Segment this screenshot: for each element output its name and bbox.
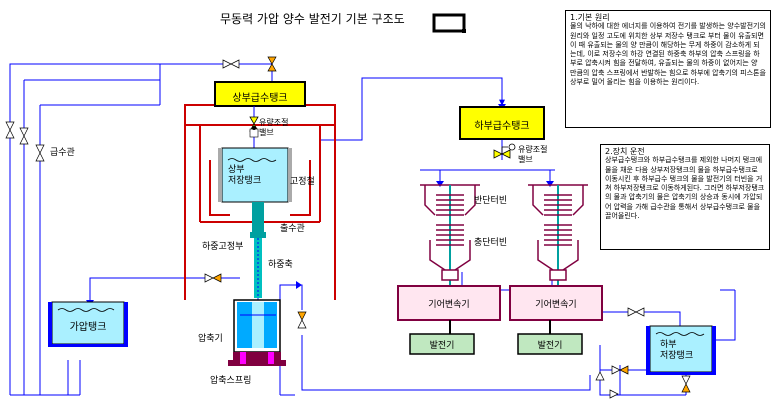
flow-control-valve-lower-label: 유량조절 밸브 <box>518 145 548 164</box>
compression-spring-label: 압축스프링 <box>210 376 252 386</box>
compressor-label: 압축기 <box>198 334 223 344</box>
note-operation-body: 상부급수탱크와 하부급수탱크를 제외한 나머지 탱크에 물을 채운 다음 상부저… <box>605 156 765 221</box>
note-basic-principle-body: 물의 낙하에 대한 에너지를 이용하여 전기를 발생하는 양수발전기의 원리와 … <box>570 22 766 87</box>
generator-1 <box>409 333 475 355</box>
gearbox-2 <box>509 285 603 321</box>
page-title: 무동력 가압 양수 발전기 기본 구조도 <box>220 12 405 26</box>
note-operation: 2.장치 운전 상부급수탱크와 하부급수탱크를 제외한 나머지 탱크에 물을 채… <box>600 144 770 250</box>
load-fixing-label: 하중고정부 <box>202 242 244 252</box>
flow-control-valve-lower <box>493 143 516 159</box>
upper-storage-tank-label: 상부 저장탱크 <box>228 165 262 186</box>
generator-2 <box>517 333 583 355</box>
compressor <box>228 299 286 366</box>
gearbox-2-label: 기어변속기 <box>535 300 577 310</box>
upper-storage-tank <box>218 147 292 203</box>
lower-supply-tank <box>459 106 545 140</box>
small-rect-icon <box>432 13 466 33</box>
pressurized-tank-label: 가압탱크 <box>69 322 107 333</box>
gearbox-1-label: 기어변속기 <box>428 300 470 310</box>
turbine-unit-1 <box>420 184 480 285</box>
gearbox-1 <box>397 285 501 321</box>
generator-1-label: 발전기 <box>429 341 455 351</box>
note-basic-principle: 1.기본 원리 물의 낙하에 대한 에너지를 이용하여 전기를 발생하는 양수발… <box>565 10 771 128</box>
lower-supply-tank-label: 하부급수탱크 <box>474 121 530 132</box>
check-valve-icon <box>252 126 256 130</box>
load-shaft <box>250 202 266 308</box>
impulse-turbine-label: 충단터빈 <box>474 238 508 248</box>
upper-supply-tank <box>214 81 306 107</box>
lower-storage-tank <box>646 325 716 375</box>
valve-icon <box>5 56 691 399</box>
flow-control-valve-upper-label: 유량조절 밸브 <box>259 118 289 137</box>
pressurized-tank <box>48 301 128 347</box>
turbine-unit-2 <box>528 184 588 285</box>
fixed-plate-label: 고정철 <box>290 177 315 187</box>
note-operation-heading: 2.장치 운전 <box>605 147 645 156</box>
note-basic-principle-heading: 1.기본 원리 <box>570 13 610 22</box>
load-shaft-label: 하중축 <box>268 260 293 270</box>
water-supply-pipe-label: 급수관 <box>50 148 75 158</box>
reaction-turbine-label: 반단터빈 <box>474 196 508 206</box>
drain-pipe-label: 출수관 <box>280 224 305 234</box>
generator-2-label: 발전기 <box>537 341 563 351</box>
lower-storage-tank-label: 하부 저장탱크 <box>660 340 694 361</box>
upper-supply-tank-label: 상부급수탱크 <box>232 93 288 104</box>
